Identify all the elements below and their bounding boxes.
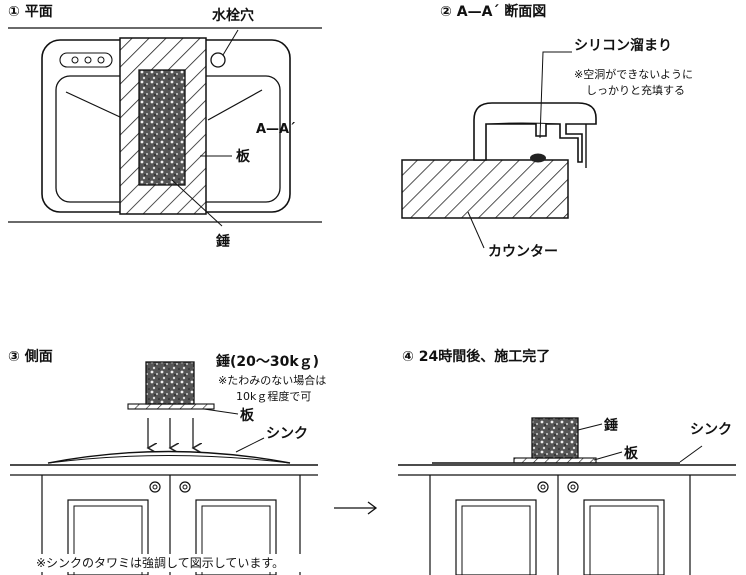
sink-rim-section — [473, 102, 597, 163]
weight-side — [145, 361, 195, 405]
overflow-hole-2 — [84, 56, 92, 64]
counter-section — [401, 159, 569, 219]
transition-arrow-head — [367, 501, 378, 515]
panel-plan: ① 平面 水栓穴 板 錘 A—A´ — [8, 4, 322, 250]
silicone-note-2: しっかりと充填する — [586, 83, 685, 97]
sink-leader-side — [235, 437, 265, 453]
footnote: ※シンクのタワミは強調して図示しています。 — [36, 556, 284, 570]
cabinet-knob-left — [149, 481, 161, 493]
cabinet-knob-right — [179, 481, 191, 493]
counter-label: カウンター — [488, 244, 558, 260]
section-mark-label: A—A´ — [256, 122, 296, 137]
board-side — [127, 403, 215, 410]
board-label-complete: 板 — [624, 445, 639, 462]
sink-rim-underside — [47, 455, 291, 464]
overflow-slot — [59, 52, 113, 68]
bowl-slope-line-right — [207, 89, 263, 121]
panel-complete: ④ 24時間後、施工完了 錘 板 シンク — [398, 348, 736, 575]
silicone-note-1: ※空洞ができないように — [574, 67, 693, 81]
transition-arrow — [334, 501, 378, 515]
panel-3-title: ③ 側面 — [8, 348, 53, 365]
cabinet-knob-left-complete — [537, 481, 549, 493]
overflow-hole-3 — [97, 56, 105, 64]
bowl-slope-line-left — [65, 91, 121, 118]
weight-label-side: 錘(20～30kｇ) — [216, 353, 319, 371]
weight-leader-line — [171, 179, 223, 227]
weight-label-plan: 錘 — [216, 233, 230, 250]
overflow-hole-1 — [71, 56, 79, 64]
cabinet-door-left-complete — [455, 499, 537, 575]
weight-leader-complete — [577, 423, 603, 431]
cabinet-door-left-panel-complete — [461, 505, 531, 575]
sink-leader-complete — [679, 445, 703, 463]
silicone-bead — [530, 153, 546, 163]
panel-side: ③ 側面 錘(20～30kｇ) ※たわみのない場合は 10kｇ程度で可 板 シン… — [8, 348, 326, 575]
weight-complete — [531, 417, 579, 459]
faucet-hole-label: 水栓穴 — [212, 7, 254, 24]
cabinet-door-right-panel-complete — [589, 505, 659, 575]
silicone-leader-line — [539, 51, 572, 139]
faucet-hole — [210, 52, 226, 68]
cabinet-door-right — [195, 499, 277, 575]
sink-rim-deflected — [47, 450, 291, 464]
panel-1-title: ① 平面 — [8, 4, 53, 20]
board-complete — [513, 457, 597, 464]
cabinet-knob-right-inner — [182, 484, 188, 490]
cabinet-knob-right-complete — [567, 481, 579, 493]
weight-label-complete: 錘 — [604, 417, 618, 434]
weight-note-2: 10kｇ程度で可 — [236, 389, 311, 403]
footnote-backing — [34, 554, 324, 572]
cabinet-door-right-panel — [201, 505, 271, 575]
board-leader-side — [203, 408, 239, 415]
faucet-leader-line — [222, 29, 239, 56]
panel-4-title: ④ 24時間後、施工完了 — [402, 348, 550, 365]
board-leader-complete — [593, 451, 623, 461]
cabinet-knob-right-inner-complete — [570, 484, 576, 490]
panel-2-title: ② A—A´ 断面図 — [440, 3, 546, 20]
weight-note-1: ※たわみのない場合は — [218, 373, 326, 387]
board-label-plan: 板 — [236, 148, 251, 165]
cabinet-door-left — [67, 499, 149, 575]
board-label-side: 板 — [240, 407, 255, 424]
weight-plan — [138, 69, 186, 186]
panel-section: ② A—A´ 断面図 シリコン溜まり ※空洞ができないように しっかりと充填する… — [401, 3, 693, 260]
cabinet-knob-left-inner — [152, 484, 158, 490]
cabinet-knob-left-inner-complete — [540, 484, 546, 490]
cabinet-door-left-panel — [73, 505, 143, 575]
rim-inner-line — [487, 122, 561, 125]
sink-label-side: シンク — [266, 426, 308, 442]
sink-label-complete: シンク — [690, 422, 732, 438]
cabinet-door-right-complete — [583, 499, 665, 575]
silicone-label: シリコン溜まり — [574, 37, 672, 54]
counter-leader-line — [467, 211, 485, 249]
